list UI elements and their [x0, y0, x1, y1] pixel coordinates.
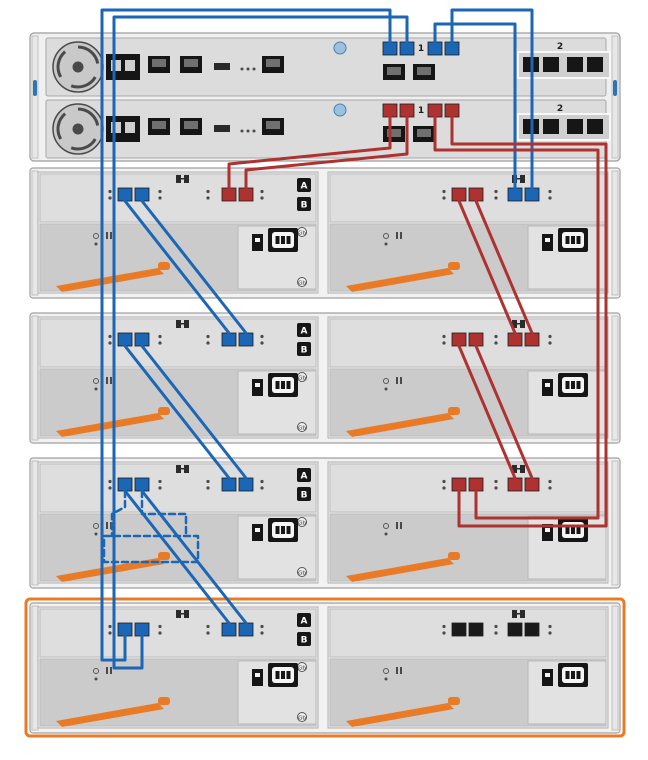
- sas-port-icon: [134, 332, 150, 347]
- sas-cables: [100, 8, 608, 670]
- sas-port-icon: [524, 477, 540, 492]
- sas-port-icon: [451, 332, 467, 347]
- gb-label: Gb: [298, 521, 306, 527]
- sas-port-icon: [444, 103, 460, 118]
- sas-port-icon: [468, 477, 484, 492]
- esm-a-label: A: [301, 472, 308, 482]
- right-endcap: [611, 35, 619, 159]
- sas-port-icon: [524, 332, 540, 347]
- sas-port-icon: [427, 103, 443, 118]
- esm-a-label: A: [301, 327, 308, 337]
- sas-port-icon: [451, 622, 467, 637]
- moved-cable-dashed-outline: [102, 534, 200, 564]
- gb-label: Gb: [298, 426, 306, 432]
- left-endcap: [31, 35, 39, 159]
- sas-port-icon: [117, 477, 133, 492]
- sas-port-icon: [444, 41, 460, 56]
- gb-label: Gb: [298, 376, 306, 382]
- sas-cable-red: [450, 115, 608, 528]
- gb-label: Gb: [298, 231, 306, 237]
- esm-b-label: B: [301, 201, 308, 211]
- endcap-tab-icon: [33, 80, 37, 96]
- sas-cable-red: [433, 115, 600, 520]
- sas-cable-red: [474, 199, 534, 335]
- controller-a: 1 2: [382, 41, 563, 56]
- sas-port-icon: [117, 332, 133, 347]
- sas-port-icon: [507, 477, 523, 492]
- sas-port-icon: [468, 332, 484, 347]
- sas-port-icon: [382, 41, 398, 56]
- sas-port-icon: [382, 103, 398, 118]
- sas-port-icon: [117, 622, 133, 637]
- sas-cable-red: [227, 115, 392, 190]
- esm-a-label: A: [301, 182, 308, 192]
- sas-cable-red: [457, 199, 517, 335]
- sas-cable-blue: [100, 8, 392, 662]
- moved-cable-dashed: [110, 489, 127, 538]
- sas-group-label: 1: [418, 44, 424, 54]
- sas-port-icon: [468, 187, 484, 202]
- sas-cable-blue: [140, 344, 248, 480]
- sas-port-icon: [134, 622, 150, 637]
- sas-port-icon: [238, 187, 254, 202]
- sas-port-icon: [238, 477, 254, 492]
- esm-b-label: B: [301, 346, 308, 356]
- drive-shelf-3: A B Gb Gb: [117, 472, 540, 577]
- sas-port-icon: [134, 477, 150, 492]
- sas-cable-blue: [450, 8, 534, 190]
- sas-port-icon: [221, 187, 237, 202]
- sas-port-icon: [427, 41, 443, 56]
- controller-b: 1 2: [382, 103, 563, 118]
- sas-group-label: 1: [418, 106, 424, 116]
- controller-shelf: 1 2 1 2: [29, 32, 621, 162]
- sas-cable-red: [474, 344, 534, 480]
- sas-port-icon: [507, 332, 523, 347]
- controller-a-chrome: [44, 36, 612, 98]
- moved-cable-dashed: [140, 489, 188, 538]
- sas-port-icon: [117, 187, 133, 202]
- esm-b-label: B: [301, 491, 308, 501]
- sas-port-icon: [221, 332, 237, 347]
- drive-shelf-4-new: A B Gb Gb: [117, 617, 540, 722]
- sas-port-icon: [399, 103, 415, 118]
- sas-port-icon: [134, 187, 150, 202]
- sas-port-icon: [468, 622, 484, 637]
- sas-port-icon: [451, 187, 467, 202]
- gb-label: Gb: [298, 571, 306, 577]
- sas-port-icon: [524, 622, 540, 637]
- esm-b-label: B: [301, 636, 308, 646]
- gb-label: Gb: [298, 716, 306, 722]
- sas-cable-blue: [112, 15, 409, 670]
- sas-cable-blue: [123, 199, 231, 335]
- sas-cable-blue: [433, 22, 517, 190]
- sas-cable-blue: [140, 199, 248, 335]
- orange-highlight-frame: [24, 597, 626, 738]
- sas-cable-red: [244, 115, 409, 190]
- sas-port-icon: [507, 187, 523, 202]
- sas-port-icon: [238, 332, 254, 347]
- sas-port-icon: [507, 622, 523, 637]
- esm-a-label: A: [301, 617, 308, 627]
- drive-shelf-2: A B Gb Gb: [117, 327, 540, 432]
- sas-port-icon: [221, 477, 237, 492]
- sas-port-icon: [524, 187, 540, 202]
- sas-port-icon: [238, 622, 254, 637]
- hic-group-label: 2: [557, 104, 563, 114]
- gb-label: Gb: [298, 666, 306, 672]
- sas-port-icon: [399, 41, 415, 56]
- hic-group-label: 2: [557, 42, 563, 52]
- endcap-tab-icon: [613, 80, 617, 96]
- sas-port-icon: [451, 477, 467, 492]
- sas-cable-blue: [123, 344, 231, 480]
- drive-shelf-1: A B Gb Gb: [117, 182, 540, 287]
- sas-cable-red: [457, 344, 517, 480]
- sas-port-icon: [221, 622, 237, 637]
- gb-label: Gb: [298, 281, 306, 287]
